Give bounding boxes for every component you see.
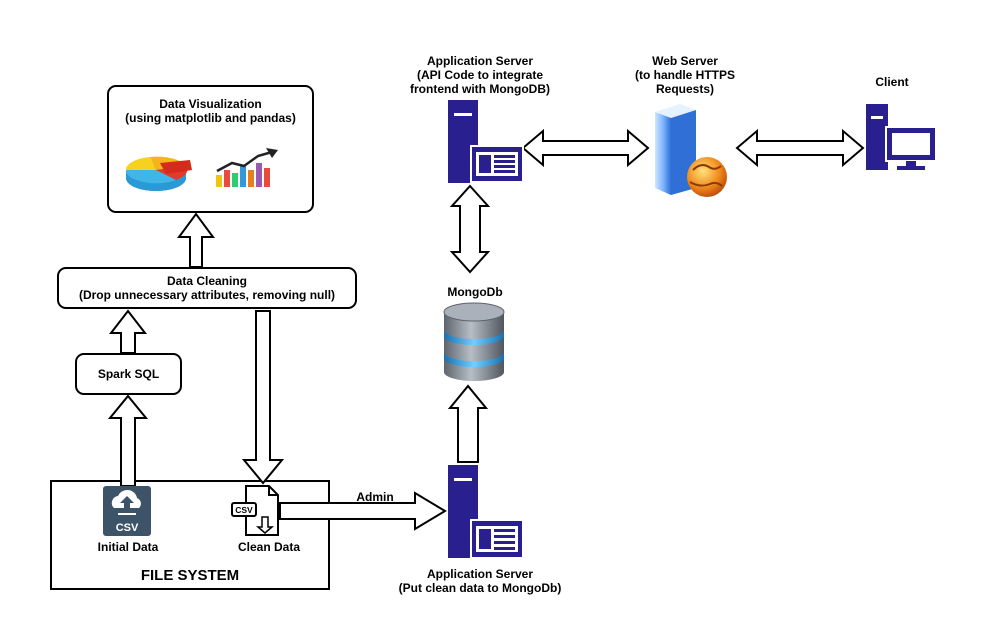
web-server-line3: Requests): [655, 82, 714, 96]
csv-file-text: CSV: [235, 505, 253, 515]
csv-file-icon: CSV: [231, 485, 279, 536]
file-system-box: [50, 480, 330, 590]
arrow-clean-to-app-server: [279, 491, 447, 531]
clean-data-label: Clean Data: [237, 540, 301, 554]
data-visualization-title: Data Visualization: [159, 97, 262, 111]
spark-sql-box: [75, 353, 182, 395]
arrow-initial-to-spark: [107, 394, 149, 487]
app-server-bottom-subtitle: (Put clean data to MongoDb): [398, 581, 562, 595]
arrow-appserver-to-mongodb: [447, 384, 489, 463]
arrow-spark-to-cleaning: [108, 309, 148, 354]
csv-upload-icon: CSV: [103, 486, 151, 536]
web-server-icon: [655, 104, 727, 197]
spark-sql-label: Spark SQL: [97, 367, 160, 381]
server-icon-bottom: [448, 465, 524, 559]
arrow-webserver-client: [735, 128, 865, 168]
arrow-cleaning-to-visualization: [177, 212, 215, 268]
arrow-appserver-mongodb: [449, 184, 491, 274]
data-cleaning-title: Data Cleaning: [166, 274, 247, 288]
data-visualization-subtitle: (using matplotlib and pandas): [125, 111, 296, 125]
arrow-appserver-webserver: [521, 128, 650, 168]
app-server-top-line2: (API Code to integrate: [416, 68, 543, 82]
app-server-top-title: Application Server: [426, 54, 534, 68]
data-visualization-box: [107, 85, 314, 213]
client-computer-icon: [866, 104, 937, 170]
app-server-bottom-title: Application Server: [426, 567, 534, 581]
server-icon-top: [448, 100, 524, 183]
web-server-line2: (to handle HTTPS: [635, 68, 735, 82]
data-cleaning-subtitle: (Drop unnecessary attributes, removing n…: [78, 288, 336, 302]
web-server-title: Web Server: [652, 54, 718, 68]
data-cleaning-box: [57, 267, 357, 309]
arrow-cleaning-to-clean-data: [241, 310, 285, 485]
client-label: Client: [875, 75, 909, 89]
bar-chart-icon: [216, 148, 278, 187]
csv-tile-text: CSV: [116, 522, 139, 534]
app-server-top-line3: frontend with MongoDB): [410, 82, 550, 96]
pie-chart-icon: [125, 156, 192, 191]
admin-label: Admin: [356, 490, 394, 504]
file-system-title: FILE SYSTEM: [140, 567, 240, 584]
database-icon: [443, 302, 505, 381]
initial-data-label: Initial Data: [97, 540, 159, 554]
mongodb-label: MongoDb: [447, 285, 503, 299]
